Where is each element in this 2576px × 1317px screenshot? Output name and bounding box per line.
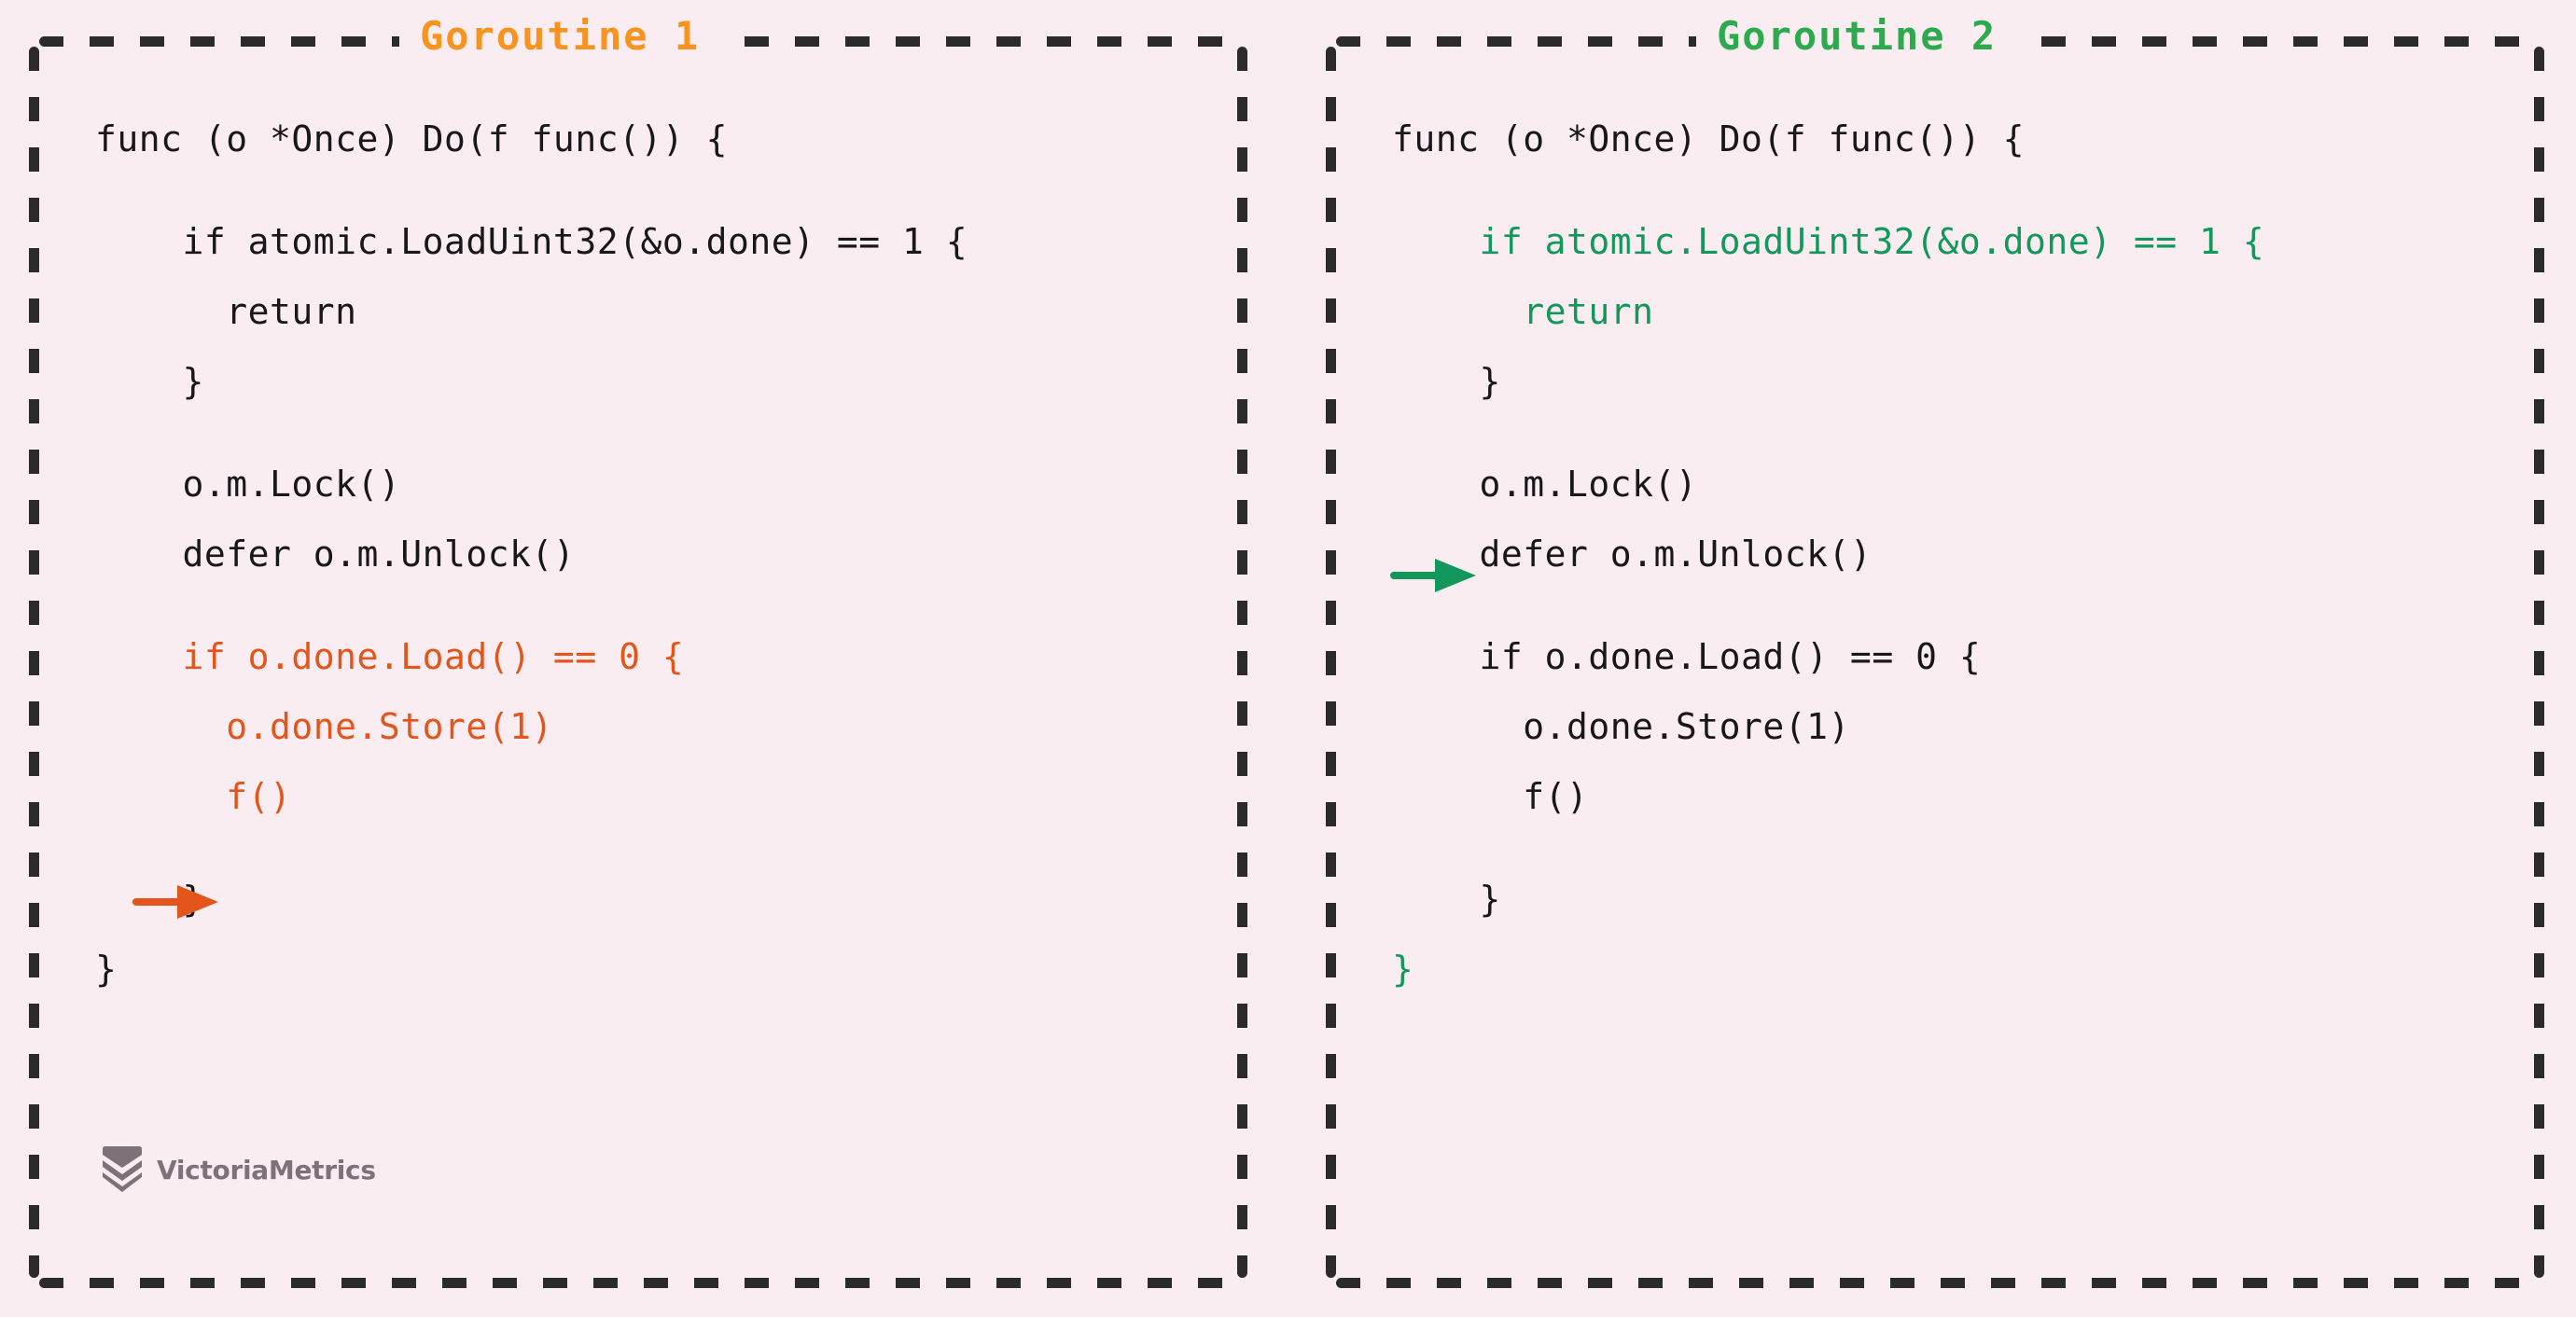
code-line-text: func (o *Once) Do(f func()) { (95, 118, 728, 159)
panel-border-left (1326, 47, 1336, 1278)
panel-border-left (29, 47, 39, 1278)
code-line-text: return (1392, 291, 1654, 332)
panel-border-right (2534, 47, 2544, 1278)
code-line-text: } (1392, 879, 1501, 920)
code-line: } (1392, 347, 2264, 417)
code-line-text: } (95, 949, 118, 990)
code-line (95, 174, 968, 207)
panel-goroutine-1: Goroutine 1 func (o *Once) Do(f func()) … (29, 13, 1247, 1288)
panel-title-goroutine-2: Goroutine 2 (1696, 13, 2018, 59)
code-line-text: } (95, 361, 204, 402)
code-line-text: return (95, 291, 357, 332)
panel-border-bottom (39, 1278, 1237, 1288)
code-line: func (o *Once) Do(f func()) { (95, 104, 968, 174)
code-line: if o.done.Load() == 0 { (1392, 622, 2264, 692)
victoriametrics-logo: VictoriaMetrics (101, 1145, 376, 1194)
victoriametrics-logo-text: VictoriaMetrics (157, 1154, 376, 1185)
code-line-text: defer o.m.Unlock() (95, 534, 576, 575)
code-line: defer o.m.Unlock() (95, 520, 968, 589)
code-line: o.done.Store(1) (95, 692, 968, 762)
code-line: } (1392, 935, 2264, 1005)
code-line-text: f() (95, 776, 292, 817)
code-line (1392, 174, 2264, 207)
code-line-text: o.done.Store(1) (95, 706, 553, 747)
code-line-text: if atomic.LoadUint32(&o.done) == 1 { (95, 221, 968, 262)
code-line: func (o *Once) Do(f func()) { (1392, 104, 2264, 174)
code-line: o.m.Lock() (1392, 450, 2264, 520)
code-line: f() (1392, 762, 2264, 832)
code-line: } (95, 347, 968, 417)
code-line-text: } (1392, 361, 1501, 402)
code-line-text: func (o *Once) Do(f func()) { (1392, 118, 2025, 159)
code-line-text: if o.done.Load() == 0 { (1392, 636, 1982, 677)
panel-title-goroutine-1: Goroutine 1 (399, 13, 721, 59)
code-line (1392, 589, 2264, 622)
code-line: return (1392, 277, 2264, 347)
code-line: if o.done.Load() == 0 { (95, 622, 968, 692)
victoriametrics-chevron-logo-icon (103, 1146, 142, 1192)
code-line-text: if o.done.Load() == 0 { (95, 636, 685, 677)
panel-border-right (1237, 47, 1247, 1278)
code-line-text: o.m.Lock() (95, 464, 401, 505)
code-line: return (95, 277, 968, 347)
code-line: if atomic.LoadUint32(&o.done) == 1 { (95, 207, 968, 277)
code-line: } (95, 865, 968, 935)
code-line-text: o.m.Lock() (1392, 464, 1698, 505)
code-line-text: } (95, 879, 204, 920)
code-line: } (95, 935, 968, 1005)
code-line: o.m.Lock() (95, 450, 968, 520)
code-line (95, 417, 968, 450)
code-line: } (1392, 865, 2264, 935)
panel-border-bottom (1336, 1278, 2534, 1288)
code-line: defer o.m.Unlock() (1392, 520, 2264, 589)
code-block-goroutine-2: func (o *Once) Do(f func()) { if atomic.… (1392, 104, 2264, 1005)
code-line-text: f() (1392, 776, 1589, 817)
code-block-goroutine-1: func (o *Once) Do(f func()) { if atomic.… (95, 104, 968, 1005)
code-line (1392, 832, 2264, 865)
code-line-text: defer o.m.Unlock() (1392, 534, 1873, 575)
code-line (95, 832, 968, 865)
code-line: f() (95, 762, 968, 832)
code-line-text: if atomic.LoadUint32(&o.done) == 1 { (1392, 221, 2265, 262)
code-line-text: o.done.Store(1) (1392, 706, 1850, 747)
code-line: if atomic.LoadUint32(&o.done) == 1 { (1392, 207, 2264, 277)
code-line: o.done.Store(1) (1392, 692, 2264, 762)
panel-goroutine-2: Goroutine 2 func (o *Once) Do(f func()) … (1326, 13, 2544, 1288)
code-line (1392, 417, 2264, 450)
code-line-text: } (1392, 949, 1414, 990)
code-line (95, 589, 968, 622)
